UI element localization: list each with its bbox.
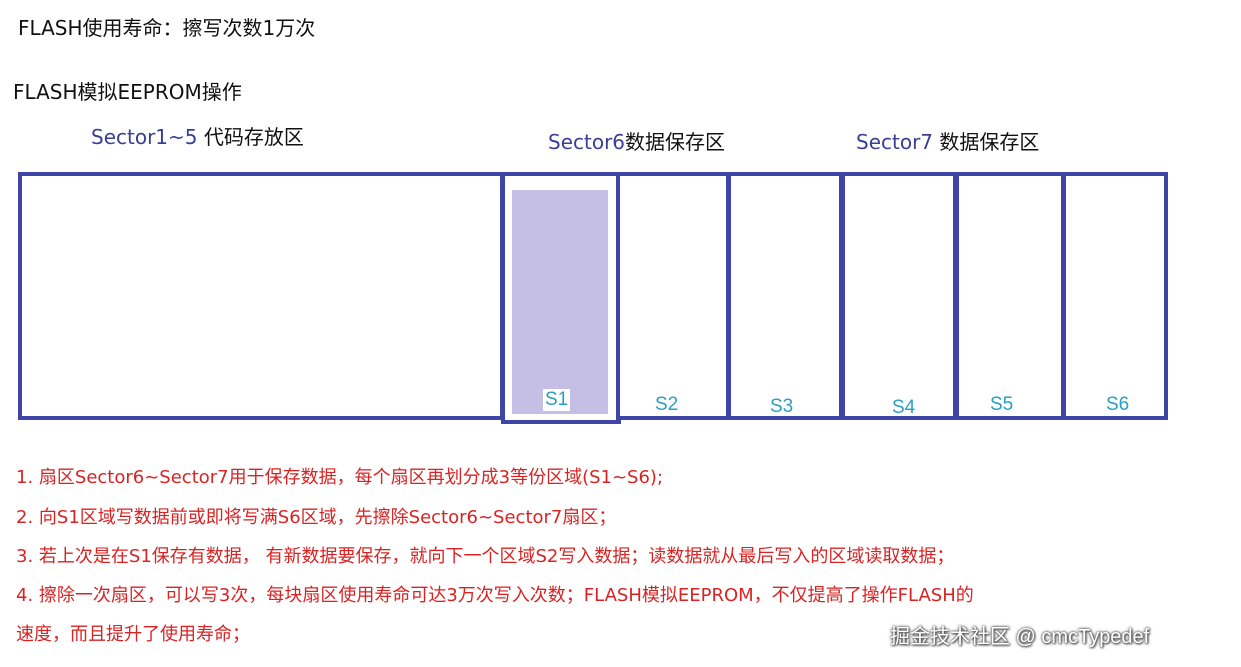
sector7-zh: 数据保存区 xyxy=(939,130,1040,154)
sector7-label: Sector7 数据保存区 xyxy=(856,126,1039,155)
sector6-label: Sector6数据保存区 xyxy=(548,126,725,155)
region-s4-label: S4 xyxy=(892,397,916,418)
region-s6-label: S6 xyxy=(1106,394,1130,415)
flash-life-title: FLASH使用寿命：擦写次数1万次 xyxy=(18,16,316,40)
sector7-en: Sector7 xyxy=(856,130,934,154)
region-s5-label: S5 xyxy=(990,394,1014,415)
sector-code-zh: 代码存放区 xyxy=(203,125,304,149)
region-s2-label: S2 xyxy=(655,394,679,415)
note-2: 2. 向S1区域写数据前或即将写满S6区域，先擦除Sector6~Sector7… xyxy=(16,507,617,528)
region-s2-box xyxy=(616,172,730,420)
region-s3-label: S3 xyxy=(770,396,794,417)
region-s1-label: S1 xyxy=(543,389,571,411)
region-s1-fill xyxy=(512,190,608,414)
region-s5-box xyxy=(955,172,1065,420)
sector-code-en: Sector1~5 xyxy=(91,125,198,149)
note-4: 4. 擦除一次扇区，可以写3次，每块扇区使用寿命可达3万次写入次数；FLASH模… xyxy=(16,585,974,606)
flash-emulation-title: FLASH模拟EEPROM操作 xyxy=(13,80,242,104)
region-s3-box xyxy=(727,172,843,420)
sector6-zh: 数据保存区 xyxy=(625,130,726,154)
note-1: 1. 扇区Sector6~Sector7用于保存数据，每个扇区再划分成3等份区域… xyxy=(16,467,664,488)
watermark-text: 掘金技术社区 @ cmcTypedef xyxy=(890,626,1150,648)
region-s6-box xyxy=(1062,172,1168,420)
sector-code-label: Sector1~5 代码存放区 xyxy=(91,121,304,150)
note-3: 3. 若上次是在S1保存有数据， 有新数据要保存，就向下一个区域S2写入数据；读… xyxy=(16,546,955,567)
note-4-continued: 速度，而且提升了使用寿命； xyxy=(16,624,250,645)
code-area-box xyxy=(18,172,504,420)
region-s4-box xyxy=(841,172,957,420)
sector6-en: Sector6 xyxy=(548,130,626,154)
